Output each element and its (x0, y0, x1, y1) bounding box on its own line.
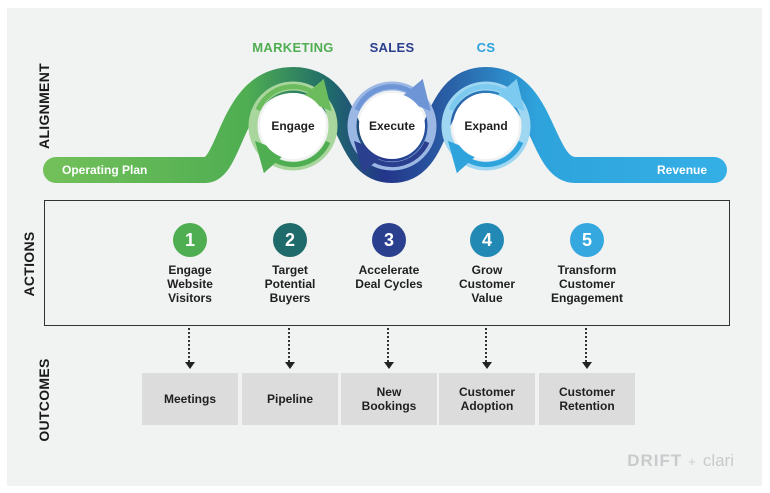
action-number-1: 1 (173, 223, 207, 257)
outcome-pipeline: Pipeline (242, 373, 338, 425)
action-3: 3 Accelerate Deal Cycles (334, 223, 444, 291)
action-number-5: 5 (570, 223, 604, 257)
connector-5 (585, 328, 589, 366)
arrowhead-3 (384, 362, 394, 369)
function-label-marketing: MARKETING (252, 40, 334, 55)
arrowhead-4 (482, 362, 492, 369)
action-text-1: Engage Website Visitors (167, 263, 213, 305)
action-1: 1 Engage Website Visitors (135, 223, 245, 305)
outcome-new-bookings: New Bookings (341, 373, 437, 425)
brand-plus: + (688, 454, 697, 469)
action-number-4: 4 (470, 223, 504, 257)
action-number-3: 3 (372, 223, 406, 257)
outcome-customer-adoption: Customer Adoption (439, 373, 535, 425)
outcome-meetings: Meetings (142, 373, 238, 425)
action-text-5: Transform Customer Engagement (550, 263, 623, 305)
brand-logo: DRIFT + clari (627, 451, 734, 471)
connector-3 (387, 328, 391, 366)
action-text-4: Grow Customer Value (458, 263, 515, 305)
connector-1 (188, 328, 192, 366)
actions-bracket (44, 200, 54, 326)
connector-4 (485, 328, 489, 366)
brand-clari: clari (702, 451, 734, 470)
action-number-2: 2 (273, 223, 307, 257)
loop-label-engage: Engage (271, 119, 315, 133)
outcome-customer-retention: Customer Retention (539, 373, 635, 425)
action-2: 2 Target Potential Buyers (235, 223, 345, 305)
connector-2 (288, 328, 292, 366)
flow-start-label: Operating Plan (62, 163, 148, 177)
action-text-2: Target Potential Buyers (264, 263, 316, 305)
arrowhead-1 (185, 362, 195, 369)
action-4: 4 Grow Customer Value (432, 223, 542, 305)
flow-end-label: Revenue (657, 163, 708, 177)
brand-drift: DRIFT (627, 451, 683, 470)
function-label-sales: SALES (369, 40, 415, 55)
engage-loop-arrow (255, 78, 332, 112)
arrowhead-5 (582, 362, 592, 369)
function-label-cs: CS (476, 40, 496, 55)
loop-label-expand: Expand (464, 119, 508, 133)
expand-loop-arrow (448, 78, 525, 112)
execute-loop-arrow (354, 78, 431, 112)
arrowhead-2 (285, 362, 295, 369)
actions-box (44, 200, 730, 326)
action-text-3: Accelerate Deal Cycles (355, 263, 423, 291)
action-5: 5 Transform Customer Engagement (532, 223, 642, 305)
loop-label-execute: Execute (368, 119, 416, 133)
